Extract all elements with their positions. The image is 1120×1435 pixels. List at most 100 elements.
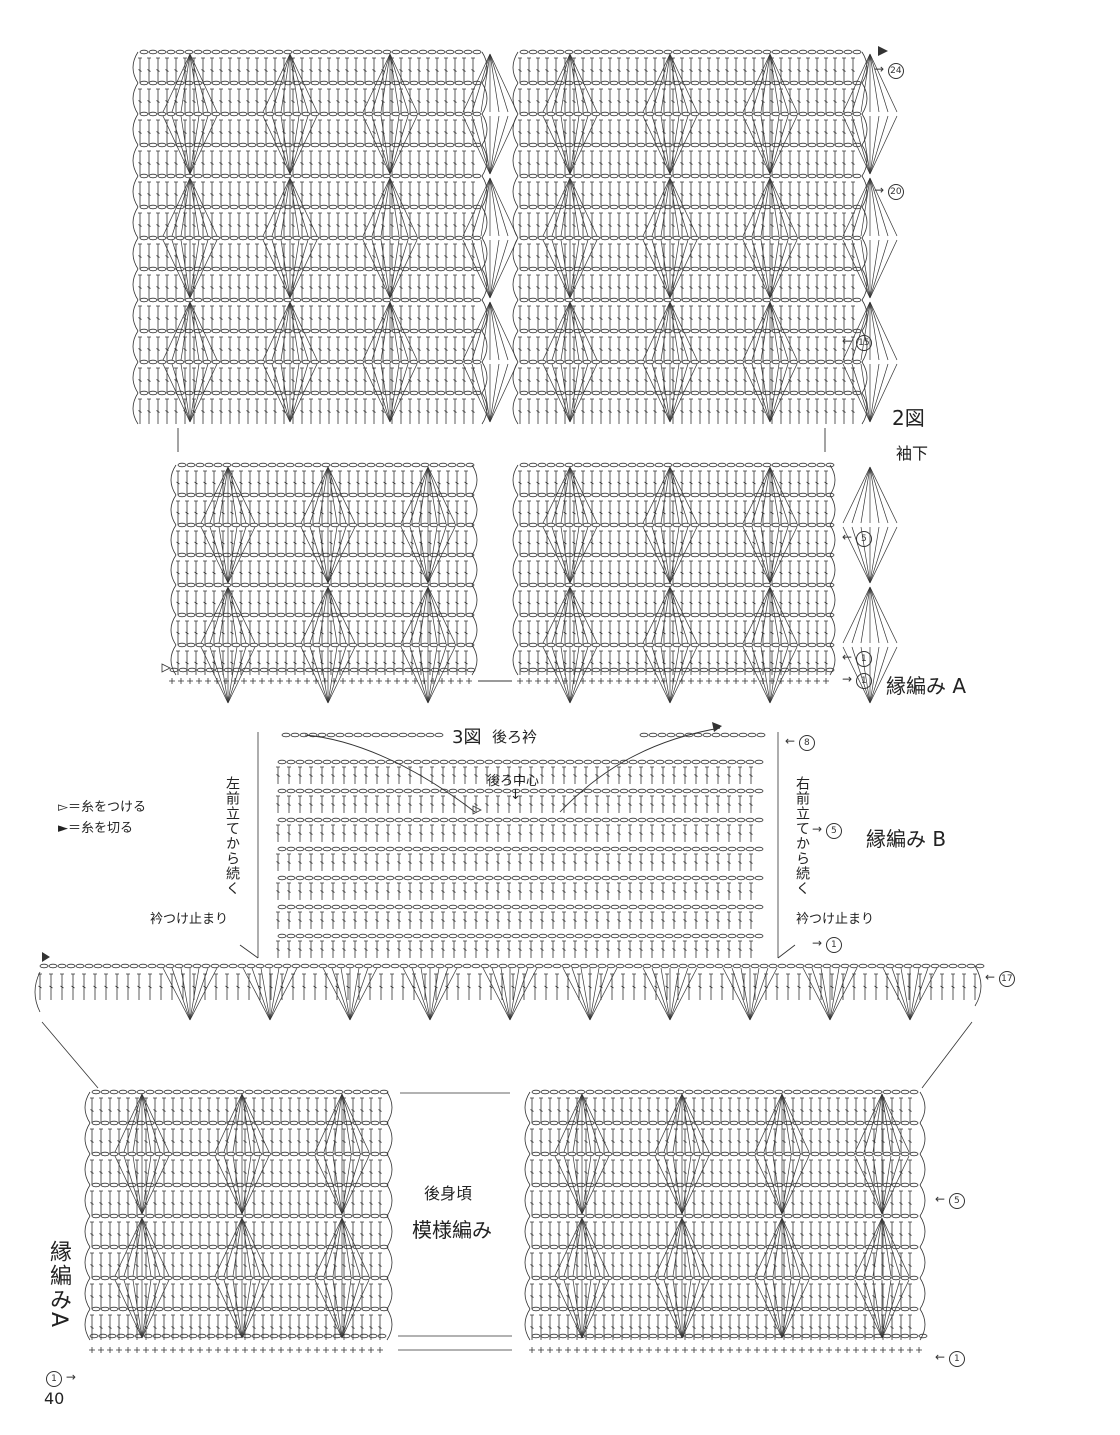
stitch-row xyxy=(530,1190,912,1216)
chain-stitch xyxy=(337,359,347,365)
chain-stitch xyxy=(145,1089,155,1095)
chain-stitch xyxy=(798,390,808,396)
dc-stitch xyxy=(705,766,709,784)
dc-stitch xyxy=(734,57,738,83)
dc-stitch xyxy=(255,57,259,83)
chain-stitch xyxy=(438,462,448,468)
chain-stitch xyxy=(744,204,754,210)
dc-stitch xyxy=(725,57,729,83)
dc-stitch xyxy=(683,911,687,929)
dc-stitch xyxy=(734,398,738,424)
chain-stitch xyxy=(184,80,194,86)
chain-stitch xyxy=(655,817,665,823)
dc-stitch xyxy=(644,336,648,362)
chain-stitch xyxy=(837,1182,847,1188)
dc-stitch xyxy=(318,274,322,300)
chain-stitch xyxy=(399,963,409,969)
dc-stitch xyxy=(595,853,599,871)
dc-stitch xyxy=(342,1159,346,1185)
chain-stitch xyxy=(262,1120,272,1126)
chain-stitch xyxy=(549,1120,559,1126)
dc-stitch xyxy=(734,274,738,300)
dc-stitch xyxy=(99,1221,103,1247)
chain-stitch xyxy=(690,552,700,558)
dc-stitch xyxy=(360,1128,364,1154)
chain-stitch xyxy=(285,552,295,558)
chain-stitch xyxy=(736,933,746,939)
dc-stitch xyxy=(581,470,585,495)
chain-stitch xyxy=(163,1244,173,1250)
chain-stitch xyxy=(691,904,701,910)
dc-stitch xyxy=(608,305,612,331)
turning-chain xyxy=(512,299,519,332)
chain-stitch xyxy=(699,642,709,648)
dc-stitch xyxy=(639,940,643,958)
dc-stitch xyxy=(444,274,448,300)
dc-stitch xyxy=(518,336,522,362)
dc-stitch xyxy=(194,620,198,645)
chain-stitch xyxy=(519,328,529,334)
chain-stitch xyxy=(594,1213,604,1219)
chain-stitch xyxy=(337,49,347,55)
dc-stitch xyxy=(392,470,396,495)
chain-stitch xyxy=(361,1120,371,1126)
chain-stitch xyxy=(373,266,383,272)
dc-stitch xyxy=(257,470,261,495)
dc-stitch xyxy=(372,336,376,362)
dc-stitch xyxy=(743,500,747,525)
chain-stitch xyxy=(729,1151,739,1157)
chain-stitch xyxy=(222,462,232,468)
dc-stitch xyxy=(284,620,288,645)
chain-stitch xyxy=(582,462,592,468)
chain-stitch xyxy=(294,522,304,528)
chain-stitch xyxy=(507,963,517,969)
dc-stitch xyxy=(656,1097,660,1123)
chain-stitch xyxy=(328,49,338,55)
chain-stitch xyxy=(873,1151,883,1157)
dc-stitch xyxy=(138,305,142,331)
dc-stitch xyxy=(192,119,196,145)
chain-stitch xyxy=(412,846,422,852)
dc-stitch xyxy=(437,590,441,615)
dc-stitch xyxy=(374,530,378,555)
dc-stitch xyxy=(833,305,837,331)
chain-stitch xyxy=(619,846,629,852)
dc-stitch xyxy=(554,590,558,615)
dc-stitch xyxy=(599,398,603,424)
dc-stitch xyxy=(755,1097,759,1123)
chain-stitch xyxy=(445,266,455,272)
chain-stitch xyxy=(466,904,476,910)
chain-stitch xyxy=(382,359,392,365)
dc-stitch xyxy=(162,1128,166,1154)
chain-stitch xyxy=(564,111,574,117)
chain-stitch xyxy=(804,963,814,969)
chain-stitch xyxy=(298,1275,308,1281)
dc-stitch xyxy=(683,1097,687,1123)
chain-stitch xyxy=(771,642,781,648)
chain-stitch xyxy=(445,204,455,210)
chain-stitch xyxy=(828,1089,838,1095)
dc-stitch xyxy=(464,530,468,555)
chain-stitch xyxy=(576,1182,586,1188)
chain-stitch xyxy=(412,904,422,910)
chain-stitch xyxy=(118,1306,128,1312)
dc-stitch xyxy=(606,940,610,958)
chain-stitch xyxy=(646,759,656,765)
dc-stitch xyxy=(183,88,187,114)
dc-stitch xyxy=(252,1252,256,1278)
chain-stitch xyxy=(565,933,575,939)
chain-stitch xyxy=(718,904,728,910)
dc-stitch xyxy=(617,824,621,842)
chain-stitch xyxy=(157,49,167,55)
dc-stitch xyxy=(833,336,837,362)
dc-stitch xyxy=(216,1097,220,1123)
chain-stitch xyxy=(229,235,239,241)
chain-stitch xyxy=(427,142,437,148)
chain-stitch xyxy=(573,111,583,117)
chain-stitch xyxy=(636,297,646,303)
dc-stitch xyxy=(216,1314,220,1340)
dc-stitch xyxy=(180,1252,184,1278)
dc-stitch xyxy=(680,88,684,114)
chain-stitch xyxy=(157,142,167,148)
dc-stitch xyxy=(269,973,273,1000)
